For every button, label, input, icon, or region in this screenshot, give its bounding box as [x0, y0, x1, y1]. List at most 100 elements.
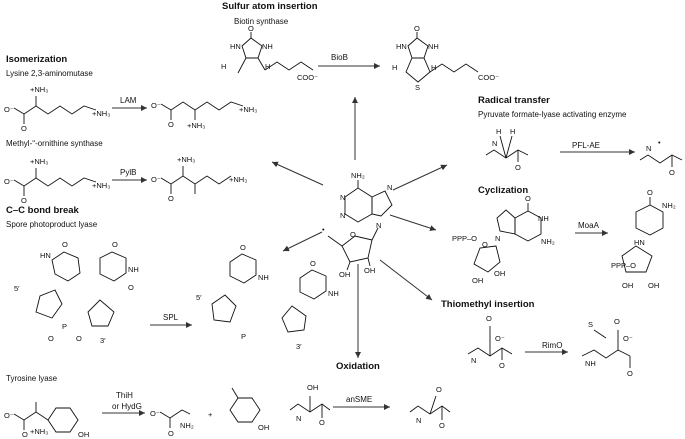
svg-text:N: N [495, 234, 500, 243]
svg-text:PPP–O: PPP–O [452, 234, 477, 243]
svg-text:O: O [439, 421, 445, 430]
svg-text:OH: OH [648, 281, 659, 290]
svg-text:OH: OH [622, 281, 633, 290]
svg-text:NH: NH [538, 214, 549, 223]
svg-text:NH: NH [328, 289, 339, 298]
svg-text:NH₂: NH₂ [662, 201, 676, 210]
svg-text:O: O [62, 240, 68, 249]
tyrosine-subtitle: Tyrosine lyase [6, 374, 58, 383]
svg-text:H: H [265, 62, 270, 71]
ccbreak-title: C–C bond break [6, 205, 80, 216]
gtp: O NH NH₂ N O PPP–O OH OH [452, 194, 555, 285]
svg-text:HN: HN [40, 251, 51, 260]
svg-text:N: N [387, 183, 392, 192]
svg-text:H: H [221, 62, 226, 71]
methylthio-aspartate: NH S O O⁻ O [581, 317, 633, 378]
svg-text:O: O [22, 430, 28, 439]
svg-text:S: S [415, 83, 420, 92]
sulfur-subtitle: Biotin synthase [234, 17, 289, 26]
svg-text:O⁻: O⁻ [4, 177, 14, 186]
enzyme-spl: SPL [163, 313, 179, 322]
svg-text:H: H [392, 63, 397, 72]
svg-text:O: O [310, 259, 316, 268]
svg-text:H: H [510, 127, 515, 136]
sulfur-title: Sulfur atom insertion [222, 1, 318, 12]
radial-arrows [271, 97, 448, 358]
svg-text:O: O [436, 385, 442, 394]
enzyme-lam: LAM [120, 96, 137, 105]
svg-text:O: O [525, 194, 531, 203]
svg-text:O: O [486, 314, 492, 323]
svg-text:O: O [21, 196, 27, 205]
svg-text:NH: NH [585, 359, 596, 368]
svg-text:O: O [168, 120, 174, 129]
enzyme-pylb: PylB [120, 168, 136, 177]
formylglycine: N O O [409, 385, 451, 430]
svg-text:O: O [647, 188, 653, 197]
svg-text:O⁻: O⁻ [4, 105, 14, 114]
biotin: O HN NH S H H COO⁻ [392, 24, 499, 92]
svg-text:O: O [168, 194, 174, 203]
radial-arrow-thiomethyl [379, 259, 433, 301]
enzyme-moaa: MoaA [578, 221, 600, 230]
svg-text:O: O [515, 163, 521, 172]
thiomethyl-title: Thiomethyl insertion [441, 299, 535, 310]
svg-text:N: N [376, 221, 381, 230]
svg-text:H: H [431, 63, 436, 72]
dehydroglycine: O⁻ O NH₂ [150, 409, 194, 438]
enzyme-rimo: RimO [542, 341, 562, 350]
svg-text:P: P [241, 332, 246, 341]
spore-photoproduct: O HN O NH O 5′ P O O 3′ [14, 240, 139, 345]
enzyme-ansme: anSME [346, 395, 372, 404]
thymine-dinucleotide: O NH O NH 5′ P 3′ [196, 243, 339, 351]
svg-text:NH: NH [262, 42, 273, 51]
svg-text:NH: NH [428, 42, 439, 51]
deoxyadenosyl-radical: NH₂ N N N N O • OH OH [322, 171, 393, 279]
isomerization-title: Isomerization [6, 54, 67, 65]
ccbreak-subtitle: Spore photoproduct lyase [6, 220, 98, 229]
svg-text:OH: OH [494, 269, 505, 278]
svg-text:N: N [340, 211, 345, 220]
svg-text:OH: OH [258, 423, 269, 432]
svg-text:OH: OH [78, 430, 89, 439]
svg-text:O: O [614, 317, 620, 326]
svg-text:N: N [340, 193, 345, 202]
svg-text:O⁻: O⁻ [623, 334, 633, 343]
svg-text:NH₂: NH₂ [541, 237, 555, 246]
svg-text:+NH₃: +NH₃ [177, 155, 195, 164]
svg-text:+NH₃: +NH₃ [92, 181, 110, 190]
svg-text:O⁻: O⁻ [151, 175, 161, 184]
radical-title: Radical transfer [478, 95, 550, 106]
svg-text:HN: HN [396, 42, 407, 51]
cyclization-title: Cyclization [478, 185, 528, 196]
svg-text:OH: OH [472, 276, 483, 285]
lysine-2: O⁻ O +NH₃ +NH₃ [4, 157, 110, 205]
radial-arrow-ccbreak [282, 231, 323, 252]
svg-text:O: O [350, 230, 356, 239]
svg-text:N: N [646, 144, 651, 153]
plus-sign: + [208, 410, 213, 419]
svg-text:+NH₃: +NH₃ [30, 85, 48, 94]
svg-text:OH: OH [364, 266, 375, 275]
svg-text:O: O [112, 240, 118, 249]
cyclic-pyranopterin: O NH₂ HN PPP–O OH OH [611, 188, 676, 290]
svg-text:•: • [322, 225, 325, 234]
glycyl-radical: N • O [639, 138, 683, 177]
svg-text:O: O [21, 124, 27, 133]
svg-text:NH: NH [258, 273, 269, 282]
dethiobiotin: O HN NH H H COO⁻ [221, 24, 318, 82]
svg-text:NH₂: NH₂ [180, 421, 194, 430]
svg-text:NH₂: NH₂ [351, 171, 365, 180]
svg-text:+NH₃: +NH₃ [239, 105, 257, 114]
svg-text:O: O [48, 334, 54, 343]
svg-text:PPP–O: PPP–O [611, 261, 636, 270]
svg-text:5′: 5′ [14, 284, 20, 293]
radial-arrow-cyclization [389, 214, 437, 231]
svg-text:+NH₃: +NH₃ [187, 121, 205, 130]
svg-text:S: S [588, 320, 593, 329]
svg-text:HN: HN [634, 238, 645, 247]
svg-text:COO⁻: COO⁻ [297, 73, 318, 82]
svg-text:5′: 5′ [196, 293, 202, 302]
